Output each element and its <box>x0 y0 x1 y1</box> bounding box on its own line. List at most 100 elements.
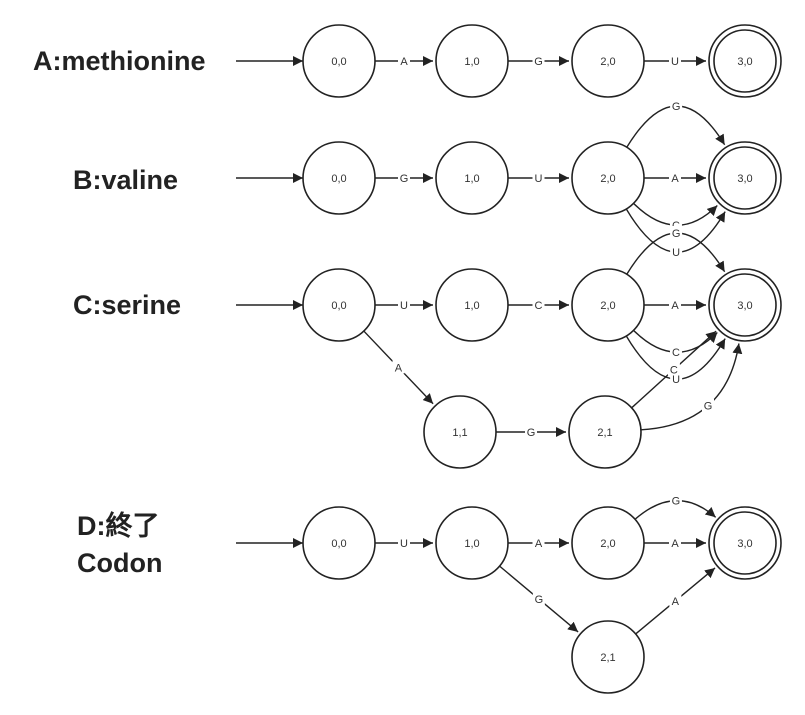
state-circle <box>435 141 509 215</box>
state-node: 0,0 <box>302 506 376 580</box>
transition-label: A <box>400 56 408 68</box>
transition-label: C <box>670 365 678 377</box>
transition-label-background <box>669 493 682 507</box>
transition-label-background <box>398 171 410 184</box>
state-label: 0,0 <box>331 56 346 68</box>
transition-label-background <box>669 54 681 67</box>
transition-label-background <box>669 593 682 607</box>
state-node: 2,1 <box>568 395 642 469</box>
accepting-inner-ring <box>713 29 777 93</box>
transition-label-background <box>532 54 545 67</box>
state-label: 3,0 <box>737 538 752 550</box>
state-label: 2,1 <box>597 427 612 439</box>
state-circle <box>708 506 782 580</box>
automaton-title: B:valine <box>73 165 178 195</box>
state-circle <box>435 24 509 98</box>
state-circle <box>435 268 509 342</box>
transition-label-background <box>392 360 405 374</box>
transition-label-background <box>701 398 714 412</box>
transition-label: A <box>671 300 679 312</box>
state-circle <box>435 506 509 580</box>
transition-label: U <box>400 538 408 550</box>
transition-label: A <box>395 362 403 374</box>
transition-label: G <box>672 101 681 113</box>
state-label: 1,1 <box>452 427 467 439</box>
state-circle <box>302 506 376 580</box>
transition-label: C <box>535 300 543 312</box>
state-circle <box>708 141 782 215</box>
transition-label: U <box>672 247 680 259</box>
accepting-state: 3,0 <box>708 268 782 342</box>
transition-label: U <box>400 300 408 312</box>
state-circle <box>302 24 376 98</box>
transition-label: G <box>672 496 681 508</box>
accepting-state: 3,0 <box>708 141 782 215</box>
state-node: 2,0 <box>571 268 645 342</box>
state-label: 2,1 <box>600 652 615 664</box>
state-label: 2,0 <box>600 538 615 550</box>
automaton-title: Codon <box>77 548 162 578</box>
state-node: 2,0 <box>571 506 645 580</box>
accepting-state: 3,0 <box>708 24 782 98</box>
automaton-title: D:終了 <box>77 510 160 541</box>
transition-label-background <box>532 298 545 311</box>
transition-label-background <box>398 298 410 311</box>
state-label: 1,0 <box>464 538 479 550</box>
state-circle <box>302 268 376 342</box>
state-circle <box>302 141 376 215</box>
transition-label: U <box>672 374 680 386</box>
transition-label: U <box>535 173 543 185</box>
state-label: 1,0 <box>464 56 479 68</box>
state-node: 1,0 <box>435 24 509 98</box>
state-circle <box>571 506 645 580</box>
state-label: 3,0 <box>737 56 752 68</box>
transition-label-background <box>667 362 680 376</box>
state-node: 0,0 <box>302 24 376 98</box>
transition-label: A <box>671 173 679 185</box>
transition-label-background <box>532 171 545 184</box>
state-circle <box>571 620 645 694</box>
transition-label-background <box>669 536 681 549</box>
state-circle <box>571 141 645 215</box>
transition-label: G <box>527 427 536 439</box>
state-label: 2,0 <box>600 56 615 68</box>
state-label: 0,0 <box>331 173 346 185</box>
state-label: 3,0 <box>737 300 752 312</box>
state-circle <box>571 24 645 98</box>
transition-label: G <box>704 401 713 413</box>
state-circle <box>568 395 642 469</box>
state-node: 2,1 <box>571 620 645 694</box>
transition-label-background <box>532 536 545 549</box>
state-label: 3,0 <box>737 173 752 185</box>
transition-label-background <box>669 298 681 311</box>
state-label: 2,0 <box>600 300 615 312</box>
accepting-state: 3,0 <box>708 506 782 580</box>
transition-label-background <box>669 345 682 359</box>
state-node: 1,1 <box>423 395 497 469</box>
state-label: 0,0 <box>331 300 346 312</box>
state-node: 1,0 <box>435 268 509 342</box>
transition-label-background <box>669 171 681 184</box>
transition-label-background <box>398 54 410 67</box>
transition-label: A <box>535 538 543 550</box>
transition-label-background <box>670 245 683 259</box>
transition-label: G <box>672 228 681 240</box>
state-circle <box>571 268 645 342</box>
transition-label-background <box>525 425 537 438</box>
transition-label-background <box>670 226 683 240</box>
state-node: 1,0 <box>435 506 509 580</box>
automaton-title: A:methionine <box>33 46 206 76</box>
state-label: 2,0 <box>600 173 615 185</box>
state-node: 0,0 <box>302 268 376 342</box>
accepting-inner-ring <box>713 511 777 575</box>
state-label: 1,0 <box>464 300 479 312</box>
transition-label: G <box>400 173 409 185</box>
state-label: 0,0 <box>331 538 346 550</box>
transition-label: A <box>672 596 680 608</box>
transition-label: G <box>535 594 544 606</box>
automaton-title: C:serine <box>73 290 181 320</box>
transition-label: C <box>672 347 680 359</box>
state-node: 0,0 <box>302 141 376 215</box>
state-label: 1,0 <box>464 173 479 185</box>
